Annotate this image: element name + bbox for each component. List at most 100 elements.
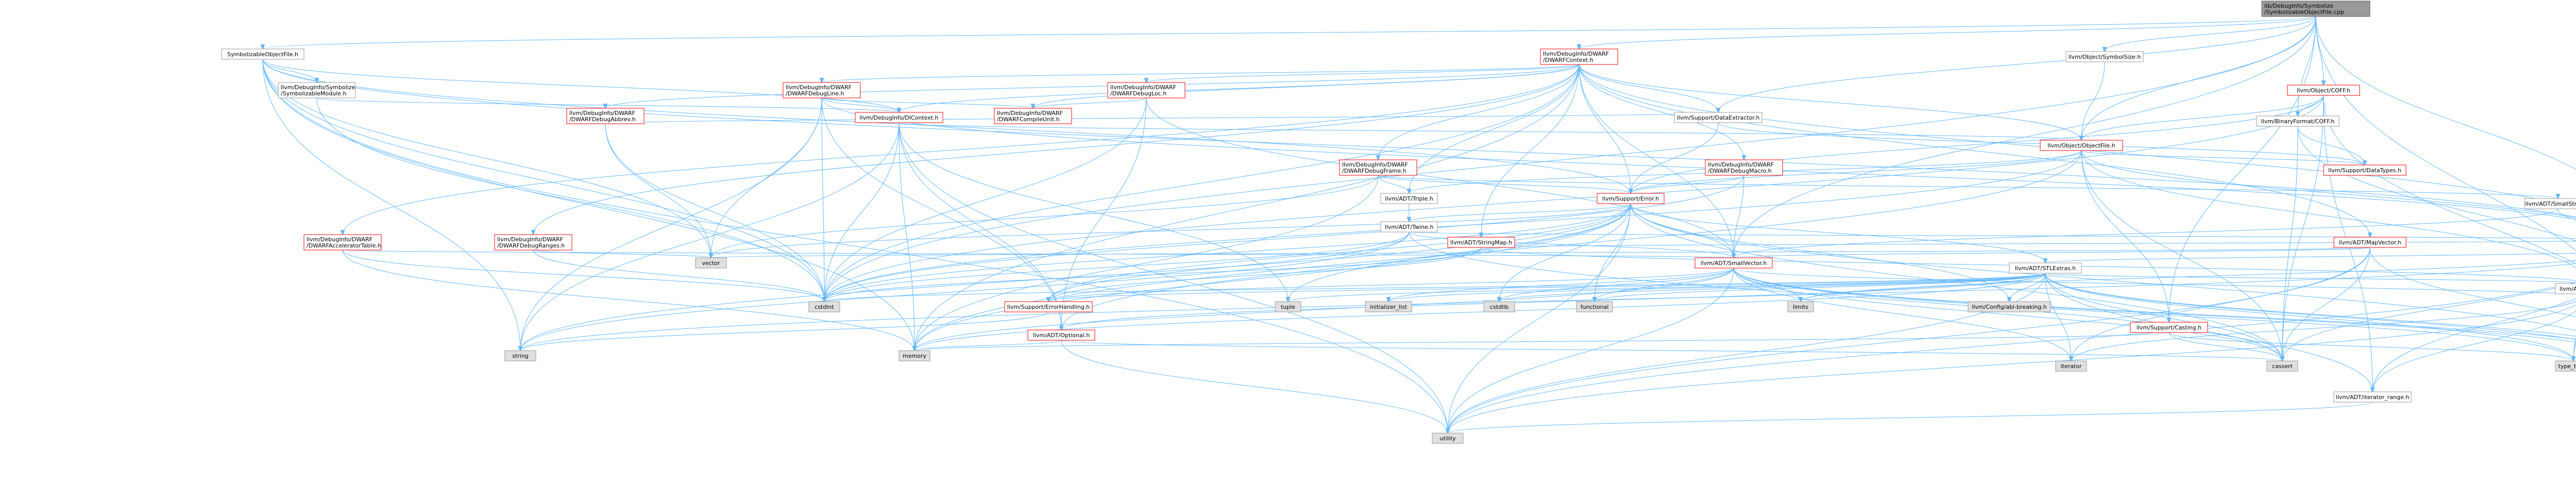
node-mapvector[interactable]: llvm/ADT/MapVector.h	[2333, 237, 2406, 248]
node-tuple[interactable]: tuple	[1275, 301, 1301, 312]
node-memory[interactable]: memory	[899, 350, 930, 361]
node-label: llvm/DebugInfo/DWARF	[1543, 51, 1609, 57]
node-ranges[interactable]: llvm/DebugInfo/DWARF/DWARFDebugRanges.h	[494, 234, 572, 251]
node-string[interactable]: string	[504, 350, 536, 361]
node-accel[interactable]: llvm/DebugInfo/DWARF/DWARFAcceleratorTab…	[303, 234, 382, 251]
edge-error-to-memory	[914, 203, 1631, 351]
node-box	[994, 108, 1072, 124]
edge-frame-to-triple	[1378, 175, 1409, 193]
edge-objfile-to-cstdint	[824, 150, 2082, 302]
edge-stringmap-to-errhandling	[1048, 247, 1482, 302]
edge-iterator-to-typetraits	[2573, 338, 2576, 361]
node-macro[interactable]: llvm/DebugInfo/DWARF/DWARFDebugMacro.h	[1705, 159, 1783, 176]
node-symmod[interactable]: llvm/DebugInfo/Symbolize/SymbolizableMod…	[278, 82, 356, 98]
node-smallstring[interactable]: llvm/ADT/SmallString.h	[2524, 198, 2576, 209]
node-label: llvm/ADT/Twine.h	[1385, 224, 1434, 230]
node-objfile[interactable]: llvm/Object/ObjectFile.h	[2040, 140, 2123, 151]
node-label: llvm/ADT/iterator.h	[2560, 286, 2576, 292]
edge-dictx-to-utility	[899, 122, 1448, 433]
edge-stringmap-to-stringref	[1481, 241, 2576, 248]
node-box	[303, 234, 382, 251]
node-frame[interactable]: llvm/DebugInfo/DWARF/DWARFDebugFrame.h	[1339, 159, 1417, 176]
node-cstdlib[interactable]: cstdlib	[1483, 301, 1515, 312]
node-coff[interactable]: llvm/Object/COFF.h	[2287, 85, 2360, 96]
node-abbrev[interactable]: llvm/DebugInfo/DWARF/DWARFDebugAbbrev.h	[566, 108, 645, 124]
node-datatypes[interactable]: llvm/Support/DataTypes.h	[2323, 164, 2406, 176]
node-label: limits	[1793, 304, 1808, 310]
node-label: string	[512, 353, 529, 359]
edge-casting-to-typetraits	[2168, 332, 2573, 361]
node-dwarfunit[interactable]: llvm/DebugInfo/DWARF/DWARFDebugLoc.h	[1107, 82, 1185, 98]
edge-dataext-to-error	[1631, 122, 1719, 193]
node-triple[interactable]: llvm/ADT/Triple.h	[1380, 193, 1438, 204]
edge-dwarfdie-to-dictx	[821, 97, 899, 112]
edge-stringmap-to-cstdint	[824, 247, 1482, 302]
edge-casting-to-memory	[914, 332, 2170, 351]
node-box	[1275, 301, 1301, 312]
node-iteratorh[interactable]: iterator	[2055, 360, 2087, 372]
node-dwarfdie[interactable]: llvm/DebugInfo/DWARF/DWARFDebugLine.h	[783, 82, 861, 98]
node-box	[1380, 221, 1438, 233]
edge-frame-to-memory	[914, 175, 1379, 351]
node-limits[interactable]: limits	[1787, 301, 1814, 312]
node-dataext[interactable]: llvm/Support/DataExtractor.h	[1674, 112, 1762, 123]
node-optional[interactable]: llvm/ADT/Optional.h	[1027, 329, 1095, 341]
node-box	[278, 82, 356, 98]
edge-accel-to-memory	[342, 250, 914, 351]
edge-dwarfctx-to-frame	[1378, 64, 1580, 160]
edge-smallvector-to-typetraits	[1733, 268, 2573, 361]
edge-smallvector-to-cstring	[1733, 268, 2576, 294]
edge-error-to-vector	[711, 203, 1631, 258]
edge-dwarfdie-to-string	[520, 97, 822, 351]
node-label: /SymbolizableObjectFile.cpp	[2264, 9, 2344, 15]
node-label: iterator	[2061, 363, 2082, 370]
edge-root-to-casting	[2169, 16, 2316, 322]
node-box	[1597, 193, 1665, 204]
node-vector[interactable]: vector	[695, 257, 727, 269]
edge-dwarfctx-to-objfile	[1579, 64, 2081, 140]
edge-twine-to-errhandling	[1048, 231, 1410, 302]
node-box	[1339, 159, 1417, 176]
node-typetraits[interactable]: type_traits	[2555, 360, 2576, 372]
node-utility[interactable]: utility	[1432, 433, 1464, 444]
node-smallvector[interactable]: llvm/ADT/SmallVector.h	[1694, 257, 1773, 269]
edge-smallvector-to-cstddef	[1733, 268, 2576, 340]
node-label: cstdlib	[1490, 304, 1509, 310]
node-casting[interactable]: llvm/Support/Casting.h	[2130, 322, 2208, 333]
node-dwarfctx[interactable]: llvm/DebugInfo/DWARF/DWARFContext.h	[1540, 48, 1618, 65]
node-dictx[interactable]: llvm/DebugInfo/DIContext.h	[855, 112, 943, 123]
edge-symmod-to-dictx	[316, 97, 899, 112]
edge-stlextras-to-iterrange	[2045, 273, 2372, 392]
node-box	[2266, 360, 2298, 372]
node-config[interactable]: llvm/Config/abi-breaking.h	[1968, 301, 2051, 312]
node-iterrange[interactable]: llvm/ADT/iterator_range.h	[2333, 391, 2412, 403]
edge-symsize-to-objfile	[2081, 61, 2105, 140]
node-initlist[interactable]: initializer_list	[1365, 301, 1412, 312]
node-stlextras[interactable]: llvm/ADT/STLExtras.h	[2009, 262, 2082, 274]
node-cstdint[interactable]: cstdint	[808, 301, 840, 312]
edge-casting-to-cassert	[2168, 332, 2282, 361]
node-root[interactable]: lib/DebugInfo/Symbolize/SymbolizableObje…	[2261, 1, 2370, 17]
node-errhandling[interactable]: llvm/Support/ErrorHandling.h	[1004, 301, 1093, 312]
node-sof[interactable]: SymbolizableObjectFile.h	[221, 48, 304, 60]
node-iterator[interactable]: llvm/ADT/iterator.h	[2555, 283, 2576, 294]
node-label: llvm/BinaryFormat/COFF.h	[2261, 118, 2335, 125]
edge-dwarfctx-to-dwarfdie	[822, 64, 1580, 82]
edge-stlextras-to-limits	[1801, 273, 2046, 302]
node-box	[855, 112, 943, 123]
node-error[interactable]: llvm/Support/Error.h	[1597, 193, 1665, 204]
node-cu[interactable]: llvm/DebugInfo/DWARF/DWARFCompileUnit.h	[994, 108, 1072, 124]
node-twine[interactable]: llvm/ADT/Twine.h	[1380, 221, 1438, 233]
node-symsize[interactable]: llvm/Object/SymbolSize.h	[2065, 51, 2144, 62]
node-bincoff[interactable]: llvm/BinaryFormat/COFF.h	[2256, 115, 2340, 127]
node-stringmap[interactable]: llvm/ADT/StringMap.h	[1447, 237, 1515, 248]
node-box	[783, 82, 861, 98]
edge-dwarfdie-to-cu	[821, 97, 1033, 108]
node-label: llvm/ADT/STLExtras.h	[2015, 265, 2076, 272]
node-box	[1787, 301, 1814, 312]
edge-errhandling-to-string	[520, 311, 1049, 351]
edge-symmod-to-cstdint	[316, 97, 824, 302]
node-box	[1004, 301, 1093, 312]
node-functional[interactable]: functional	[1576, 301, 1613, 312]
node-cassert[interactable]: cassert	[2266, 360, 2298, 372]
